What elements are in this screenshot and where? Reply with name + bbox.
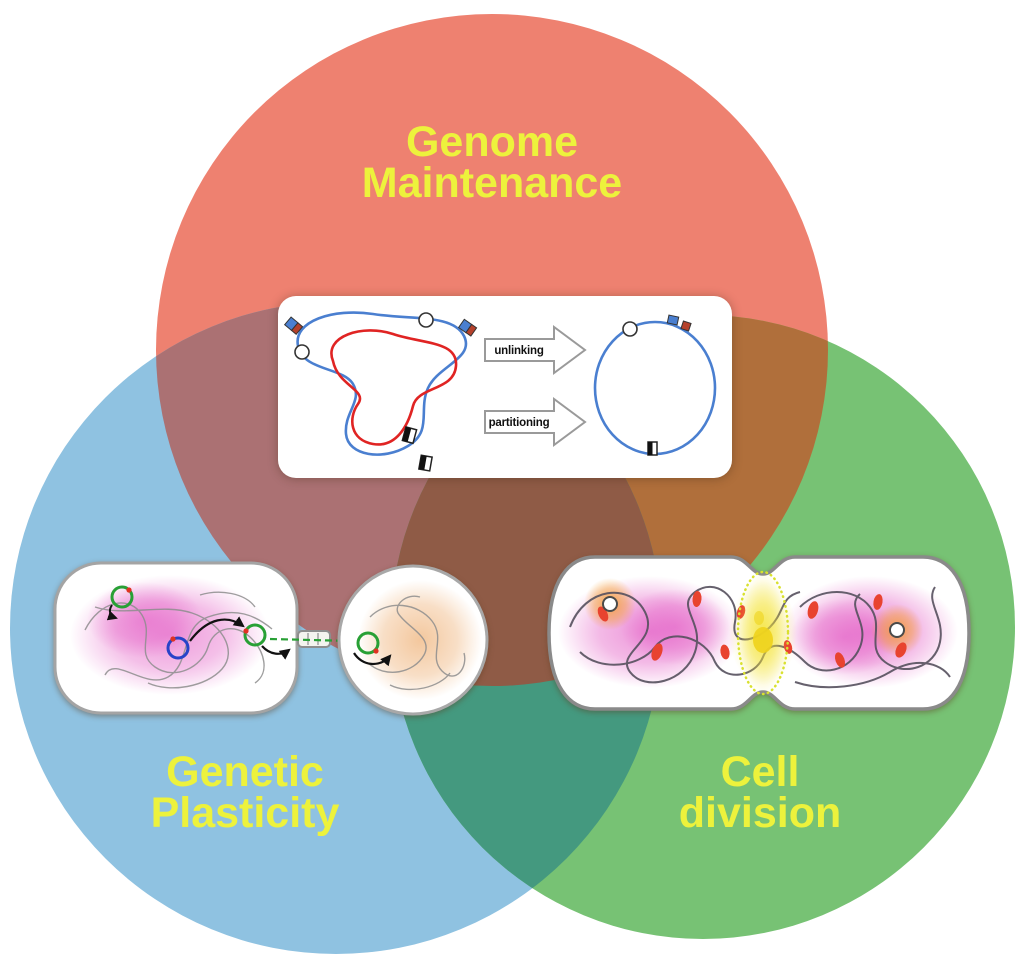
plasmid-green-2-ori	[243, 628, 249, 634]
dividing-cell	[547, 555, 971, 711]
origin-marker-right	[889, 622, 905, 638]
recipient-cytoplasm	[358, 580, 482, 700]
label-division-line1: Cell	[720, 748, 800, 796]
plasmid-arrow-small	[106, 604, 118, 621]
plasmid-green-incoming-ori	[373, 648, 379, 654]
cell-division-illustration	[547, 555, 971, 711]
donor-chromosome-tangle	[84, 591, 273, 689]
label-genome-line2: Maintenance	[361, 159, 623, 207]
partitioning-label: partitioning	[489, 417, 550, 429]
unlinking-diagram: unlinking partitioning	[283, 311, 717, 472]
origin-marker-left	[602, 596, 618, 612]
label-cell-division: Cell division	[530, 751, 990, 837]
recipient-chromosome-tangle	[367, 595, 466, 691]
pilus-tube	[297, 630, 331, 648]
ter-marker-2	[417, 454, 433, 472]
label-plasticity-line2: Plasticity	[150, 789, 340, 837]
transfer-arrow-2	[261, 645, 291, 660]
unlinking-arrow: unlinking	[484, 325, 587, 375]
septum-bright-blob	[753, 627, 773, 653]
catenane-red-loop	[330, 329, 458, 446]
plasmid-blue-ori	[170, 636, 176, 642]
ori-marker-red	[680, 320, 692, 332]
protein-circle-marker-1	[294, 344, 310, 360]
replication-arrow	[353, 652, 392, 667]
plasmid-green-2	[243, 623, 267, 647]
label-genetic-plasticity: Genetic Plasticity	[15, 751, 475, 837]
partitioning-arrow: partitioning	[484, 397, 587, 447]
protein-circle-marker-2	[418, 312, 434, 328]
z-ring	[736, 570, 790, 696]
ori-marker-pair-1	[283, 316, 304, 336]
ori-marker-blue	[666, 314, 680, 326]
donor-cell	[53, 561, 299, 715]
label-division-line2: division	[678, 789, 842, 837]
ter-marker-3	[647, 441, 658, 456]
plasmid-blue	[166, 636, 190, 660]
panel-unlinking-partitioning: unlinking partitioning	[278, 296, 732, 478]
catenated-dna	[283, 311, 478, 472]
genetic-plasticity-illustration	[53, 561, 489, 716]
z-ring-dotted-outline	[736, 570, 790, 696]
unlinking-label: unlinking	[494, 345, 543, 357]
label-genome-line1: Genome	[405, 118, 579, 166]
label-plasticity-line1: Genetic	[166, 748, 324, 796]
label-genome-maintenance: Genome Maintenance	[252, 121, 732, 207]
transfer-arrow-1	[189, 616, 245, 642]
plasmid-green-1	[110, 585, 134, 609]
recipient-cell	[337, 564, 489, 716]
plasmid-green-1-ori	[126, 587, 132, 593]
protein-circle-marker-3	[622, 321, 638, 337]
resolved-chromosome	[593, 314, 717, 456]
ori-marker-pair-2	[457, 318, 478, 337]
plasmid-green-incoming	[356, 631, 380, 655]
ter-marker-1	[401, 426, 418, 445]
catenane-blue-loop	[296, 311, 468, 456]
